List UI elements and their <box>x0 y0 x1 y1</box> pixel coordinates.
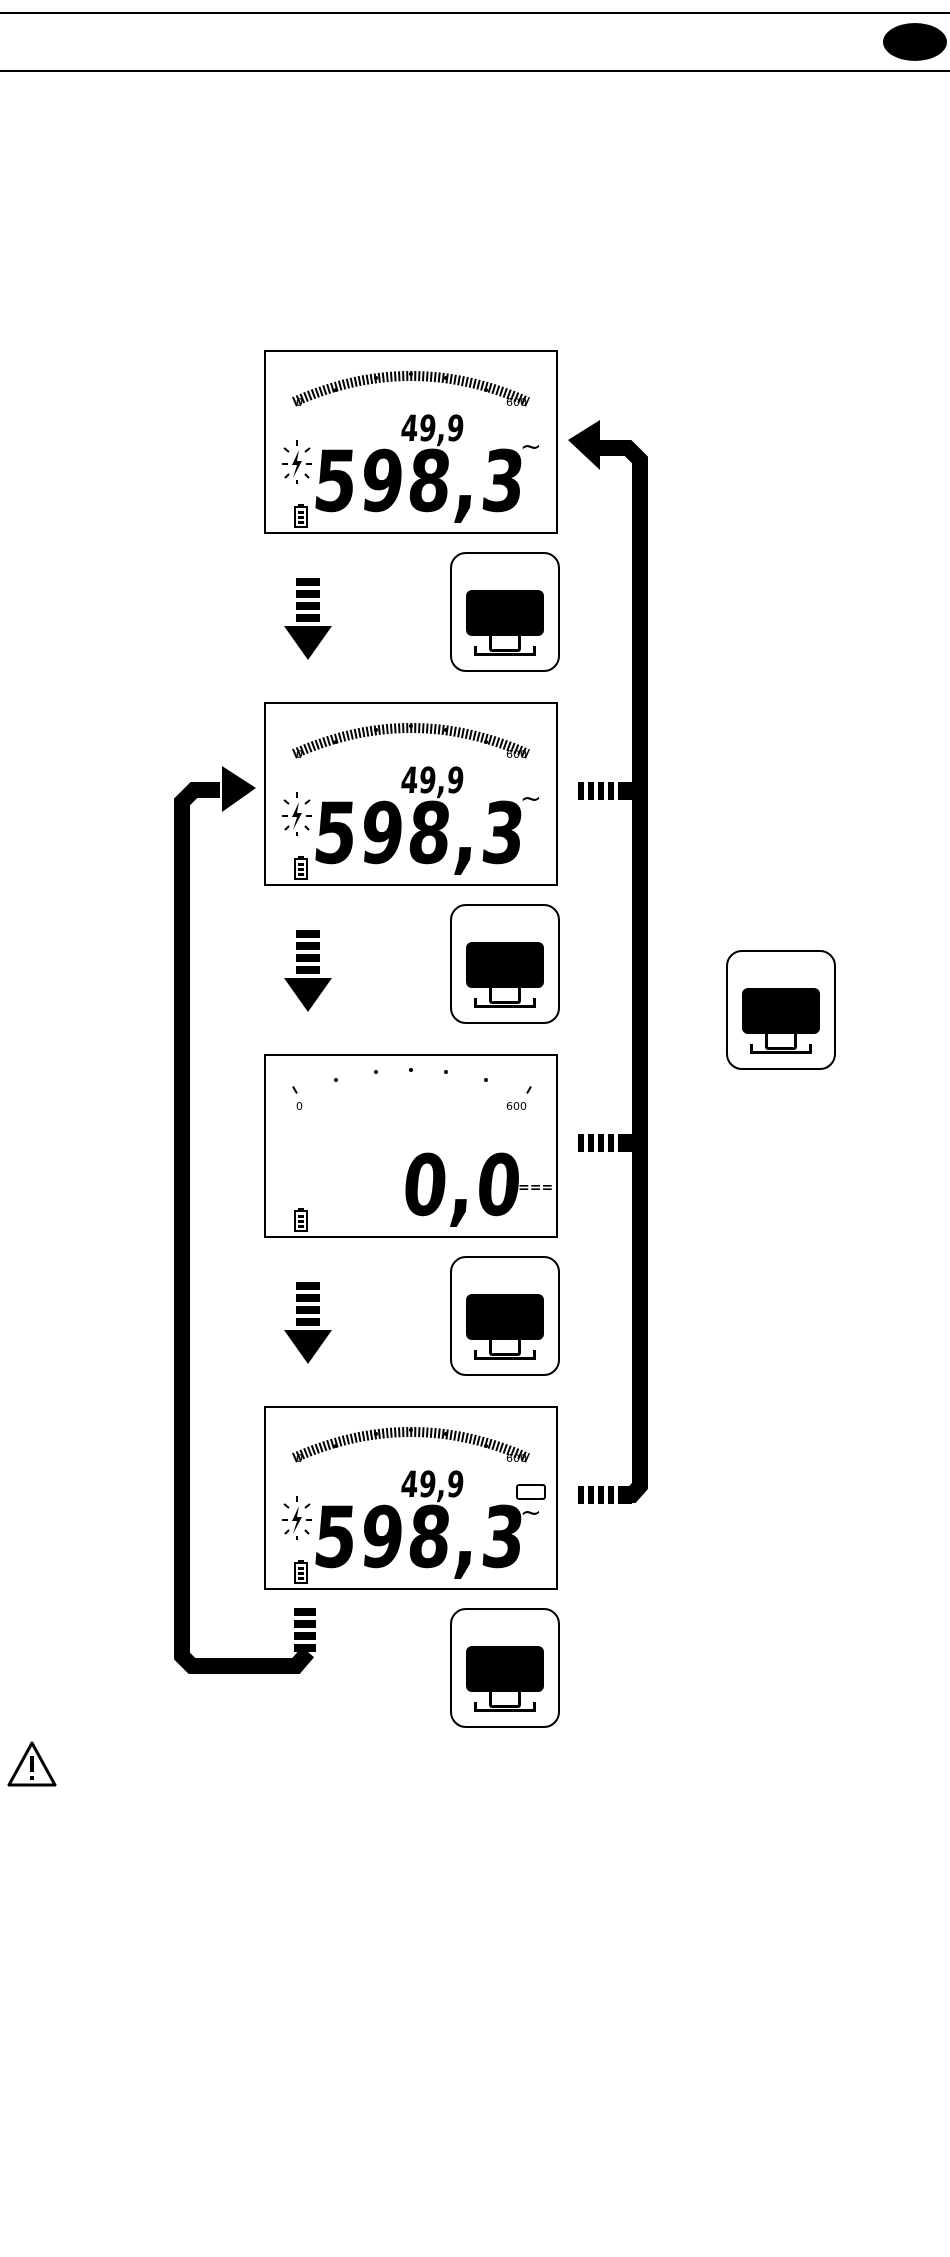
scale-max-label: 600 <box>506 748 527 761</box>
scale-min-label: 0 <box>296 1100 303 1113</box>
branch-dashes-screen3 <box>578 1134 632 1152</box>
battery-icon <box>294 504 308 528</box>
scale-ticks <box>266 1056 560 1136</box>
main-display: 598,3 <box>309 440 531 524</box>
lcd-screen-1: 0 600 49,9 ~ 598,3 <box>264 350 558 534</box>
lightning-flash-icon <box>280 438 314 488</box>
push-button-icon[interactable] <box>450 1256 560 1376</box>
scale-min-label: 0 <box>296 396 303 409</box>
down-arrow-1 <box>284 578 332 660</box>
scale-min-label: 0 <box>296 748 303 761</box>
scale-max-label: 600 <box>506 1452 527 1465</box>
down-arrow-3 <box>284 1282 332 1364</box>
lcd-screen-3: 0 600 === 0,0 <box>264 1054 558 1238</box>
lcd-screen-2: 0 600 49,9 ~ 598,3 <box>264 702 558 886</box>
right-loop-arrowhead <box>568 420 600 470</box>
lcd-screen-4: 0 600 49,9 ~ 598,3 <box>264 1406 558 1590</box>
warning-triangle-icon <box>6 1740 58 1788</box>
main-display: 0,0 <box>399 1144 527 1228</box>
push-button-icon[interactable] <box>726 950 836 1070</box>
left-loop-arrowhead <box>222 766 256 812</box>
lightning-flash-icon <box>280 1494 314 1544</box>
battery-icon <box>294 1560 308 1584</box>
scale-min-label: 0 <box>296 1452 303 1465</box>
push-button-icon[interactable] <box>450 1608 560 1728</box>
branch-dashes-screen2 <box>578 782 632 800</box>
main-display: 598,3 <box>309 792 531 876</box>
battery-icon <box>294 856 308 880</box>
down-arrow-2 <box>284 930 332 1012</box>
battery-icon <box>294 1208 308 1232</box>
left-loop-dashes <box>294 1608 316 1652</box>
branch-dashes-screen4 <box>578 1486 632 1504</box>
push-button-icon[interactable] <box>450 552 560 672</box>
lightning-flash-icon <box>280 790 314 840</box>
scale-max-label: 600 <box>506 1100 527 1113</box>
main-display: 598,3 <box>309 1496 531 1580</box>
scale-max-label: 600 <box>506 396 527 409</box>
push-button-icon[interactable] <box>450 904 560 1024</box>
right-loop-line <box>600 448 640 1495</box>
